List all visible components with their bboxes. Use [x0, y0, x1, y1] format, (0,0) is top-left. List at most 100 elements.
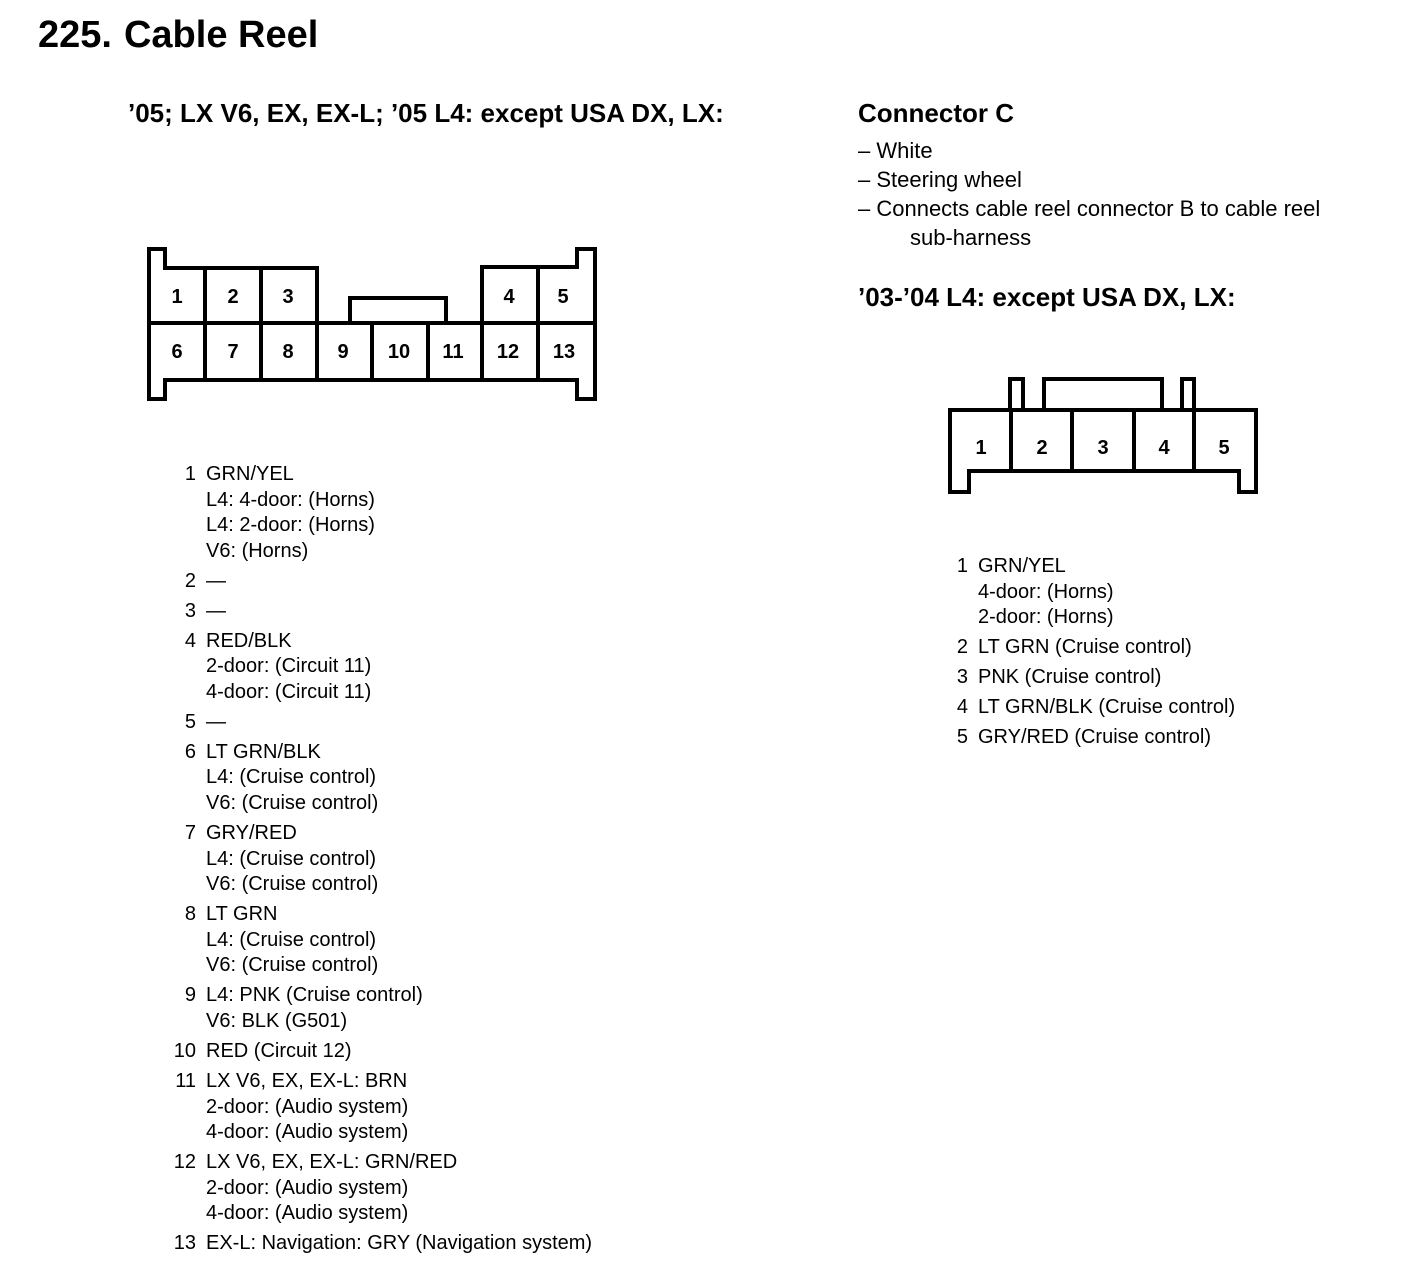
pin-detail: 4-door: (Circuit 11)	[206, 680, 372, 703]
connector-13pin-outline	[147, 247, 597, 401]
cavity-c1: 1	[975, 437, 986, 459]
right-heading: ’03-’04 L4: except USA DX, LX:	[858, 282, 1236, 312]
connector-5pin-tab-right	[1180, 377, 1196, 410]
note-connects: – Connects cable reel connector B to cab…	[858, 196, 1321, 221]
pin-wire: GRY/RED (Cruise control)	[978, 726, 1212, 749]
cavity-c2: 2	[1036, 437, 1047, 459]
pin-number: 10	[173, 1039, 196, 1062]
pin-wire: LX V6, EX, EX-L: GRN/RED	[206, 1151, 458, 1174]
pin-number: 9	[184, 984, 196, 1007]
pin-detail: 2-door: (Audio system)	[206, 1095, 409, 1118]
pin-detail: 2-door: (Circuit 11)	[206, 655, 372, 678]
pin-number: 2	[184, 569, 196, 592]
pin-row: 2 LT GRN (Cruise control)	[944, 635, 1235, 661]
pin-wire: —	[206, 599, 226, 622]
pin-row: 4 RED/BLK 2-door: (Circuit 11)4-door: (Cir…	[172, 629, 592, 706]
pin-row: 3 PNK (Cruise control)	[944, 665, 1235, 691]
connector-5pin-tab-left	[1008, 377, 1025, 410]
pin-number: 3	[184, 599, 196, 622]
pin-detail: 2-door: (Horns)	[978, 606, 1114, 629]
note-location: – Steering wheel	[858, 167, 1022, 192]
pin-wire: —	[206, 569, 226, 592]
pin-wire: RED (Circuit 12)	[206, 1039, 352, 1062]
pin-wire: EX-L: Navigation: GRY (Navigation system…	[206, 1232, 593, 1255]
pin-wire: GRN/YEL	[206, 463, 294, 485]
pin-detail: L4: 2-door: (Horns)	[206, 514, 375, 537]
pin-detail: L4: 4-door: (Horns)	[206, 488, 375, 511]
section-number: 225.	[38, 14, 112, 56]
cavity-1: 1	[171, 286, 182, 308]
pin-row: 11 LX V6, EX, EX-L: BRN 2-door: (Audio sys…	[172, 1069, 592, 1146]
pin-row: 10 RED (Circuit 12)	[172, 1039, 592, 1065]
pin-wire: RED/BLK	[206, 629, 292, 652]
pin-row: 1 GRN/YEL 4-door: (Horns) 2-door: (Horns)	[944, 554, 1235, 631]
pin-wire: LT GRN (Cruise control)	[978, 636, 1192, 659]
pin-number: 13	[173, 1232, 196, 1255]
cavity-8: 8	[282, 341, 293, 363]
cavity-c3: 3	[1097, 437, 1108, 459]
cavity-c5: 5	[1218, 437, 1229, 459]
page-title: 225.Cable Reel	[38, 14, 318, 57]
cavity-c4: 4	[1158, 437, 1170, 459]
pin-detail: 4-door: (Audio system)	[206, 1121, 409, 1144]
pin-row: 3—	[172, 599, 592, 625]
cavity-12: 12	[497, 341, 519, 363]
pin-row: 2—	[172, 569, 592, 595]
connector-notes: – White – Steering wheel – Connects cabl…	[858, 136, 1320, 252]
pin-wire: LT GRN/BLK (Cruise control)	[978, 696, 1236, 719]
pin-row: 5—	[172, 710, 592, 736]
connector-diagrams: 1 2 3 4 5 6 7 8 9 10 11 12 13 1 2 3 4 5	[147, 247, 1258, 494]
cavity-5: 5	[557, 286, 568, 308]
pin-number: 11	[175, 1069, 196, 1092]
pin-number: 5	[184, 710, 196, 733]
left-heading: ’05; LX V6, EX, EX-L; ’05 L4: except USA…	[128, 98, 724, 128]
cavity-11: 11	[442, 341, 463, 363]
pin-detail: L4: (Cruise control)	[206, 766, 377, 789]
cavity-7: 7	[227, 341, 238, 363]
pin-detail: 2-door: (Audio system)	[206, 1176, 409, 1199]
pin-number: 2	[956, 636, 968, 659]
note-connects-cont: sub-harness	[910, 225, 1032, 250]
cavity-6: 6	[171, 341, 182, 363]
pin-wire: L4: PNK (Cruise control)	[206, 984, 423, 1007]
pin-detail: 4-door: (Horns)	[978, 580, 1114, 603]
pin-number: 8	[184, 903, 196, 926]
pin-detail: V6: (Horns)	[206, 539, 309, 562]
left-pin-list: 1 GRN/YEL L4: 4-door: (Horns) L4: 2-door: (…	[172, 462, 592, 1261]
pin-wire: GRY/RED	[206, 822, 297, 845]
pin-row: 1 GRN/YEL L4: 4-door: (Horns) L4: 2-door: (…	[172, 462, 592, 564]
pin-row: 13 EX-L: Navigation: GRY (Navigation syst…	[172, 1231, 592, 1257]
pin-wire: —	[206, 710, 226, 733]
pin-wire: GRN/YEL	[978, 555, 1066, 577]
pin-number: 7	[184, 822, 196, 845]
pin-number: 5	[956, 726, 968, 749]
pin-number: 1	[956, 555, 968, 577]
pin-number: 3	[956, 666, 968, 689]
pin-wire: PNK (Cruise control)	[978, 666, 1162, 689]
connector-5pin-key	[1042, 377, 1164, 410]
cavity-9: 9	[337, 341, 348, 363]
pin-wire: LX V6, EX, EX-L: BRN	[206, 1069, 408, 1092]
cavity-3: 3	[282, 286, 293, 308]
pin-number: 12	[173, 1151, 196, 1174]
pin-number: 4	[184, 629, 196, 652]
pin-detail: V6: (Cruise control)	[206, 873, 379, 896]
connector-5pin-outline	[948, 408, 1258, 494]
cavity-13: 13	[553, 341, 575, 363]
pin-row: 4 LT GRN/BLK (Cruise control)	[944, 695, 1235, 721]
connector-heading: Connector C	[858, 98, 1014, 128]
cavity-2: 2	[227, 286, 238, 308]
pin-wire: LT GRN	[206, 903, 278, 926]
cavity-4: 4	[503, 286, 515, 308]
pin-number: 4	[956, 696, 968, 719]
pin-detail: L4: (Cruise control)	[206, 847, 377, 870]
pin-detail: V6: (Cruise control)	[206, 954, 379, 977]
note-color: – White	[858, 138, 933, 163]
pin-detail: V6: BLK (G501)	[206, 1010, 348, 1032]
pin-number: 1	[184, 463, 196, 485]
connector-13pin-key	[348, 296, 448, 323]
